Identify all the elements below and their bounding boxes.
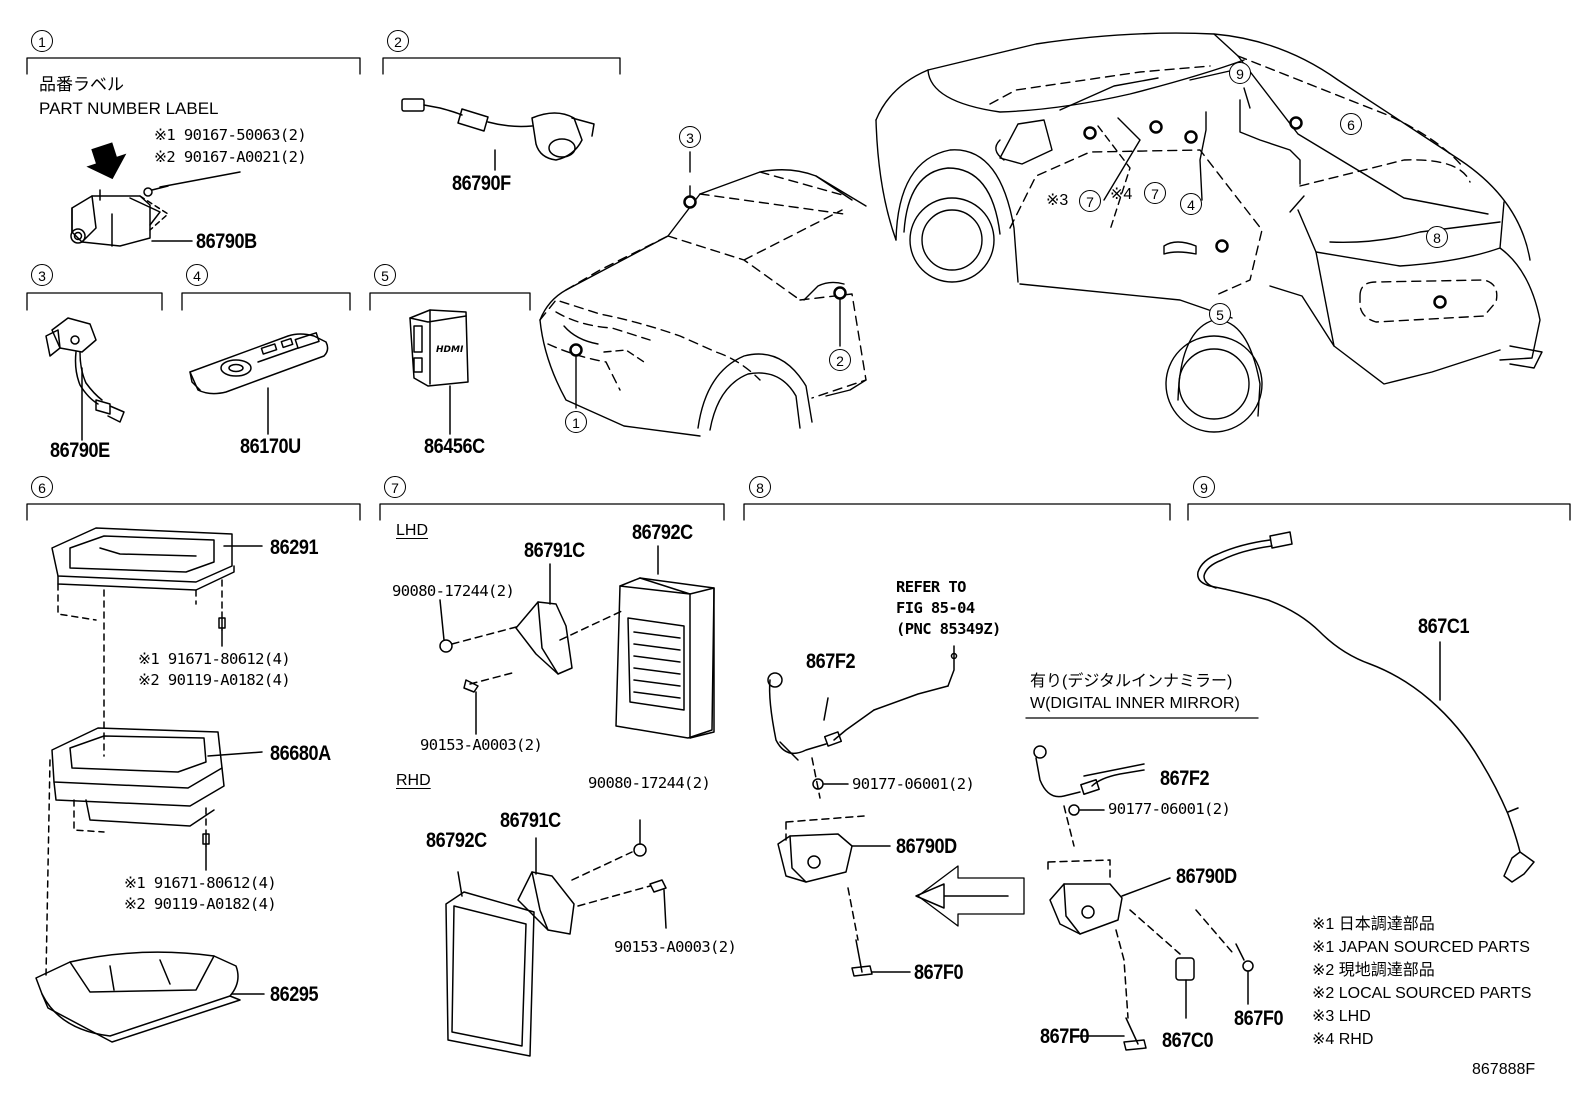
section-9-drawing: [1197, 531, 1535, 883]
s7-bolt-rhd: 90153-A0003(2): [614, 938, 737, 956]
s3-part-86790E: 86790E: [50, 439, 110, 462]
refer-to-line-2: FIG 85-04: [896, 599, 975, 617]
s8d-cover-867C0: 867C0: [1162, 1029, 1214, 1052]
s5-part-86456C: 86456C: [424, 435, 485, 458]
hdmi-module-text: HDMI: [436, 345, 464, 355]
rear-car-callout-5: 5: [1209, 303, 1231, 325]
refer-to-line-3: (PNC 85349Z): [896, 620, 1001, 638]
s8-camera-86790D: 86790D: [896, 835, 957, 858]
section-brackets: [26, 57, 1571, 719]
section-5-drawing: [409, 309, 469, 435]
section-1-drawing: [70, 142, 241, 247]
note-3: ※3 LHD: [1312, 1008, 1371, 1025]
section-3-drawing: [45, 317, 125, 441]
s7-bracket-86791C: 86791C: [524, 539, 585, 562]
part-number-label-en: PART NUMBER LABEL: [39, 99, 219, 118]
rhd-mark: ※4: [1110, 186, 1133, 203]
figure-id: 867888F: [1472, 1061, 1536, 1078]
front-car-callout-3: 3: [679, 126, 701, 148]
refer-to-line-1: REFER TO: [896, 578, 966, 596]
note-1-en: ※1 JAPAN SOURCED PARTS: [1312, 939, 1530, 956]
s1-bolt-2: ※2 90167-A0021(2): [154, 148, 307, 166]
s2-part-86790F: 86790F: [452, 172, 511, 195]
s7-nut: 90080-17244(2): [392, 582, 515, 600]
front-car-callout-1: 1: [565, 411, 587, 433]
s8d-wire-867F2: 867F2: [1160, 767, 1210, 790]
s8-grommet: 90177-06001(2): [852, 775, 975, 793]
s8d-camera-86790D: 86790D: [1176, 865, 1237, 888]
note-4: ※4 RHD: [1312, 1031, 1374, 1048]
s7-bracket-86791C-rhd: 86791C: [500, 809, 561, 832]
section-2-drawing: [401, 98, 595, 171]
s6-screw-top-2: ※2 90119-A0182(4): [138, 671, 291, 689]
digital-mirror-en: W(DIGITAL INNER MIRROR): [1030, 695, 1240, 712]
s7-bolt: 90153-A0003(2): [420, 736, 543, 754]
s8d-screw-867F0-left: 867F0: [1040, 1025, 1090, 1048]
section-3-number: 3: [31, 264, 53, 286]
s7-ecu-86792C-rhd: 86792C: [426, 829, 487, 852]
s6-screw-top-1: ※1 91671-80612(4): [138, 650, 291, 668]
s7-ecu-86792C: 86792C: [632, 521, 693, 544]
s7-nut-rhd: 90080-17244(2): [588, 774, 711, 792]
s1-bolt-1: ※1 90167-50063(2): [154, 126, 307, 144]
rear-car-callout-7a: 7: [1079, 190, 1101, 212]
front-car-drawing: [539, 151, 867, 437]
lhd-label: LHD: [396, 522, 429, 539]
front-car-callout-2: 2: [829, 349, 851, 371]
s6-part-86295: 86295: [270, 983, 319, 1006]
s6-part-86680A: 86680A: [270, 742, 331, 765]
s1-part-86790B: 86790B: [196, 230, 257, 253]
digital-mirror-jp: 有り(デジタルインナミラー): [1030, 673, 1233, 690]
section-4-number: 4: [186, 264, 208, 286]
section-5-number: 5: [374, 264, 396, 286]
note-2-en: ※2 LOCAL SOURCED PARTS: [1312, 985, 1532, 1002]
s8d-grommet: 90177-06001(2): [1108, 800, 1231, 818]
section-2-number: 2: [387, 30, 409, 52]
s6-screw-bot-1: ※1 91671-80612(4): [124, 874, 277, 892]
section-9-number: 9: [1193, 476, 1215, 498]
lhd-mark: ※3: [1046, 192, 1069, 209]
section-8-digital-drawing: [1033, 745, 1254, 1051]
rhd-label: RHD: [396, 772, 431, 789]
s8d-screw-867F0-right: 867F0: [1234, 1007, 1284, 1030]
s8-screw-867F0: 867F0: [914, 961, 964, 984]
section-1-number: 1: [31, 30, 53, 52]
s6-screw-bot-2: ※2 90119-A0182(4): [124, 895, 277, 913]
part-number-label-jp: 品番ラベル: [39, 75, 124, 94]
rear-car-callout-7b: 7: [1144, 182, 1166, 204]
s4-part-86170U: 86170U: [240, 435, 301, 458]
section-6-number: 6: [31, 476, 53, 498]
section-7-drawing: [439, 545, 715, 739]
section-4-drawing: [189, 332, 329, 435]
rear-car-callout-8: 8: [1426, 226, 1448, 248]
section-6-drawing: [35, 527, 265, 1043]
rear-car-callout-6: 6: [1340, 113, 1362, 135]
rear-car-callout-4: 4: [1180, 193, 1202, 215]
section-8-number: 8: [749, 476, 771, 498]
note-1-jp: ※1 日本調達部品: [1312, 916, 1435, 933]
s8-wire-867F2: 867F2: [806, 650, 856, 673]
note-2-jp: ※2 現地調達部品: [1312, 962, 1435, 979]
rear-car-drawing: [875, 32, 1543, 433]
s6-part-86291: 86291: [270, 536, 319, 559]
section-8-drawing: [767, 645, 1025, 977]
section-7-number: 7: [384, 476, 406, 498]
section-7-rhd-drawing: [445, 819, 667, 1057]
rear-car-callout-9: 9: [1229, 62, 1251, 84]
s9-cable-867C1: 867C1: [1418, 615, 1470, 638]
